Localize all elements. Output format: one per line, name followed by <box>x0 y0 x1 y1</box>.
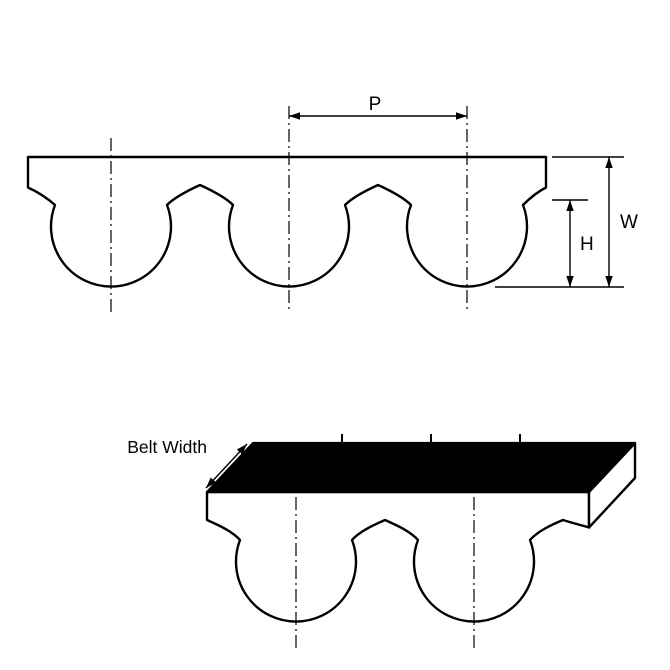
pitch-label: P <box>369 94 382 115</box>
isometric-view: Belt Width <box>127 434 637 648</box>
height-label: H <box>580 234 594 255</box>
cross-section-view: P W H <box>26 94 638 312</box>
belt-width-label: Belt Width <box>127 437 207 457</box>
pitch-dimension: P <box>289 94 467 120</box>
width-label: W <box>620 212 638 233</box>
height-dimension: H <box>566 200 594 287</box>
belt-width-arrow <box>205 443 248 489</box>
belt-profile-outline <box>26 155 548 288</box>
belt-top-face <box>205 441 637 494</box>
belt-width-annotation: Belt Width <box>127 437 248 489</box>
belt-end-face <box>587 441 637 529</box>
belt-front-profile <box>205 490 591 623</box>
width-dimension: W <box>605 157 638 287</box>
